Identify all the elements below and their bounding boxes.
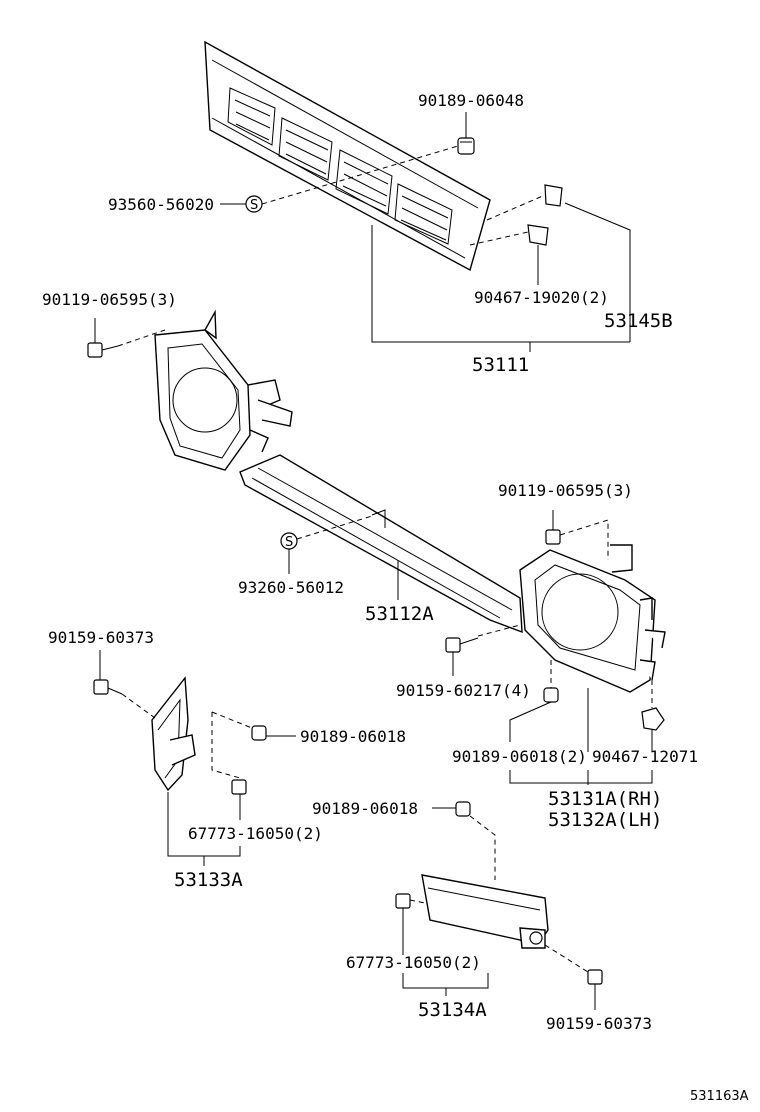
label-90119-06595-left: 90119-06595(3): [42, 290, 177, 309]
label-53112A: 53112A: [365, 603, 434, 625]
support-bar-washer-icon: S: [280, 532, 298, 550]
svg-text:S: S: [250, 198, 258, 213]
right-headlamp-housing: [519, 544, 666, 693]
label-53132A-lh: 53132A(LH): [548, 809, 662, 831]
grille-bracket-icon: [527, 184, 563, 246]
label-90159-60373-right: 90159-60373: [546, 1014, 652, 1033]
housing-nut-icon: [543, 687, 559, 703]
label-93260-56012: 93260-56012: [238, 578, 344, 597]
housing-screw-icon: [445, 637, 479, 653]
label-53133A: 53133A: [174, 869, 243, 891]
label-90189-06018-mid: 90189-06018: [300, 727, 406, 746]
right-bolt-icon: [545, 529, 561, 545]
left-extension-nut-icon: [251, 725, 267, 741]
left-extension-screw-icon: [93, 679, 123, 695]
label-53134A: 53134A: [418, 999, 487, 1021]
diagram-code: 531163A: [690, 1089, 749, 1104]
label-67773-16050-right: 67773-16050(2): [346, 953, 481, 972]
support-bar: [239, 454, 523, 634]
right-extension-nut-icon: [455, 801, 471, 817]
label-53131A-rh: 53131A(RH): [548, 788, 662, 810]
right-extension-screw-icon: [395, 893, 411, 909]
label-90159-60217: 90159-60217(4): [396, 681, 531, 700]
housing-clip-icon: [641, 707, 665, 731]
right-extension-bolt-icon: [587, 969, 603, 985]
label-90189-06018-low: 90189-06018: [312, 799, 418, 818]
grille-emblem-washer-icon: S: [245, 195, 263, 213]
label-93560-56020: 93560-56020: [108, 195, 214, 214]
left-headlamp-housing: [154, 309, 293, 471]
label-53145B: 53145B: [604, 310, 673, 332]
left-bolt-icon: [87, 342, 119, 358]
left-extension: [151, 676, 196, 792]
label-90189-06048: 90189-06048: [418, 91, 524, 110]
label-90189-06018-2: 90189-06018(2): [452, 747, 587, 766]
grille-clip-icon: [457, 137, 475, 155]
radiator-grille: [204, 40, 491, 272]
label-53111: 53111: [472, 354, 529, 376]
left-extension-clip-icon: [231, 779, 247, 795]
label-90467-19020: 90467-19020(2): [474, 288, 609, 307]
label-90119-06595-right: 90119-06595(3): [498, 481, 633, 500]
label-67773-16050-left: 67773-16050(2): [188, 824, 323, 843]
label-90467-12071: 90467-12071: [592, 747, 698, 766]
svg-text:S: S: [285, 535, 293, 550]
right-extension: [421, 874, 549, 949]
label-90159-60373-left: 90159-60373: [48, 628, 154, 647]
